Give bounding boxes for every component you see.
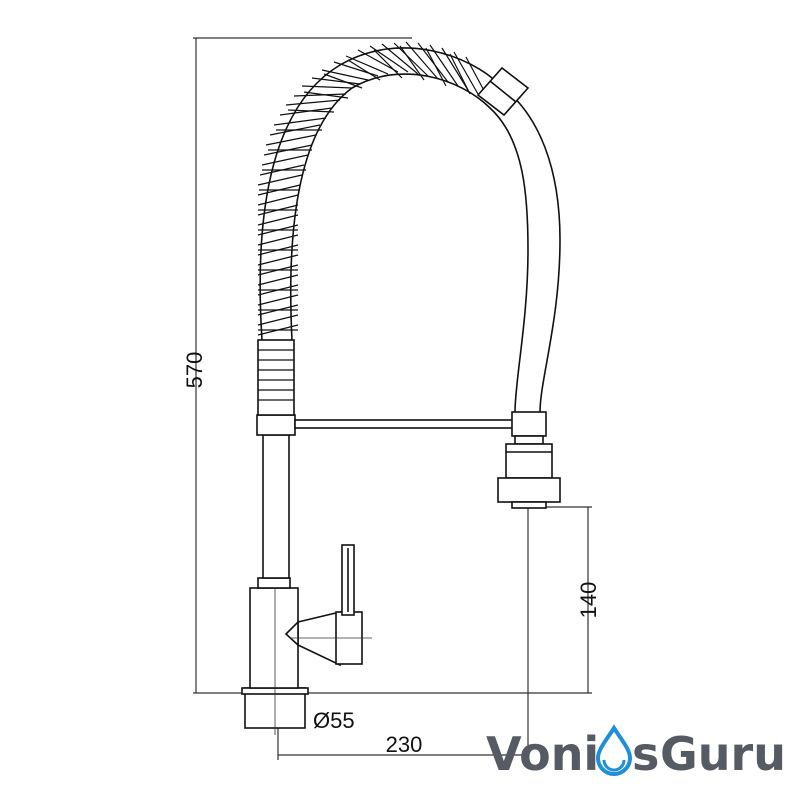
svg-text:Voni: Voni xyxy=(486,727,599,781)
logo-text-guru: Guru xyxy=(660,727,786,781)
logo-text-voni: Voni xyxy=(486,727,599,781)
svg-text:Guru: Guru xyxy=(660,727,786,781)
vonios-guru-logo: Voni s Guru xyxy=(486,724,786,781)
logo-text-s: s xyxy=(632,727,659,781)
height-dimension-label: 570 xyxy=(182,352,207,389)
faucet-body xyxy=(241,339,514,729)
collar-ribs xyxy=(258,349,294,401)
water-drop-icon xyxy=(595,724,633,776)
spout-height-label: 140 xyxy=(576,582,601,619)
hose-end-cap xyxy=(476,66,530,117)
height-dimension xyxy=(193,37,412,694)
reach-label: 230 xyxy=(386,732,423,757)
svg-text:s: s xyxy=(632,727,659,781)
spray-head xyxy=(497,411,561,509)
base-diameter-label: Ø55 xyxy=(313,708,355,733)
spring-coil xyxy=(257,41,489,336)
